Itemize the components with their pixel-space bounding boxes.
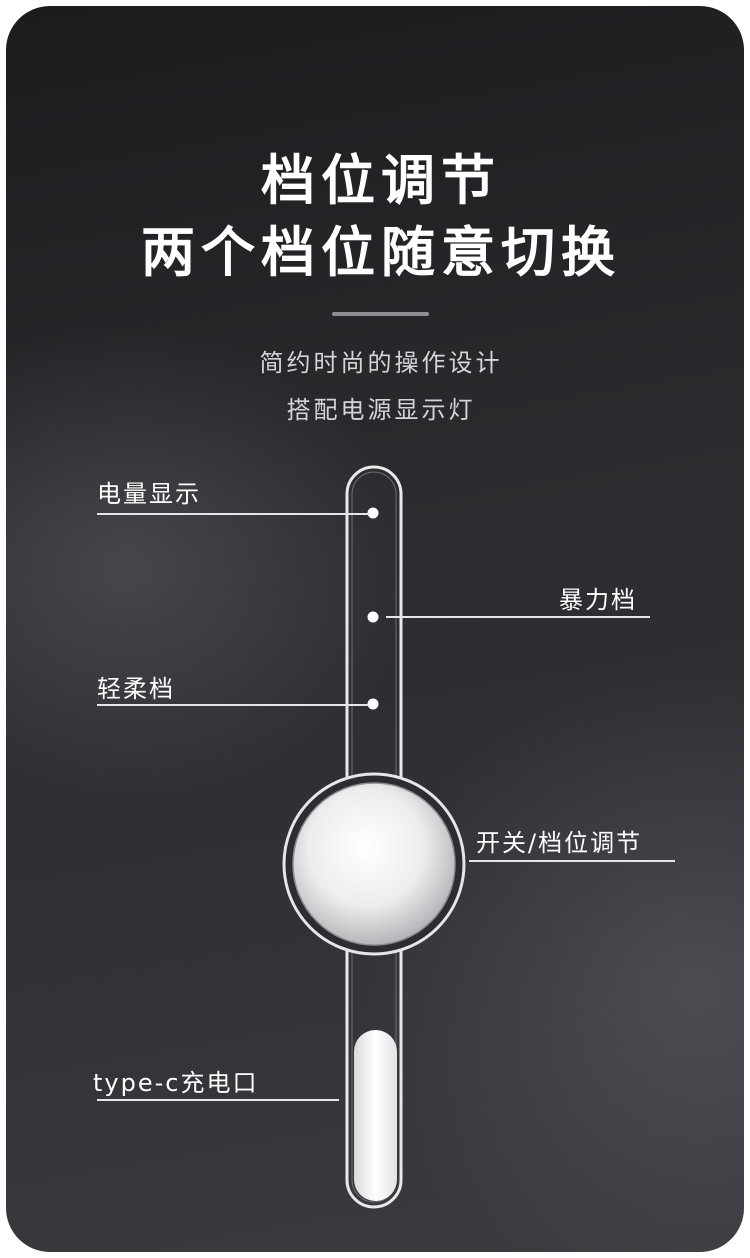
- device-outline: [282, 465, 466, 1209]
- heading-line-1: 档位调节: [261, 149, 501, 212]
- product-feature-card: 档位调节 两个档位随意切换 简约时尚的操作设计 搭配电源显示灯: [6, 6, 744, 1252]
- battery-display-label: 电量显示: [97, 480, 201, 508]
- power-mode-callout-line: [386, 616, 650, 618]
- battery-callout-line: [97, 513, 369, 515]
- charging-port-callout-line: [97, 1099, 339, 1101]
- subheading-line-1: 简约时尚的操作设计: [259, 349, 503, 377]
- battery-indicator-light: [367, 507, 379, 519]
- power-mode-indicator-light: [367, 611, 379, 623]
- heading-line-2: 两个档位随意切换: [141, 221, 621, 284]
- power-knob[interactable]: [292, 782, 456, 946]
- power-mode-label: 暴力档: [559, 586, 637, 614]
- subheading-line-2: 搭配电源显示灯: [286, 396, 476, 424]
- switch-label: 开关/档位调节: [476, 829, 643, 857]
- switch-callout-line: [469, 860, 675, 862]
- heading-divider: [332, 312, 429, 316]
- gentle-mode-label: 轻柔档: [97, 675, 175, 703]
- charging-port-label: type-c充电口: [93, 1069, 259, 1097]
- type-c-port: [354, 1030, 397, 1201]
- gentle-mode-indicator-light: [367, 698, 379, 710]
- gentle-mode-callout-line: [97, 704, 369, 706]
